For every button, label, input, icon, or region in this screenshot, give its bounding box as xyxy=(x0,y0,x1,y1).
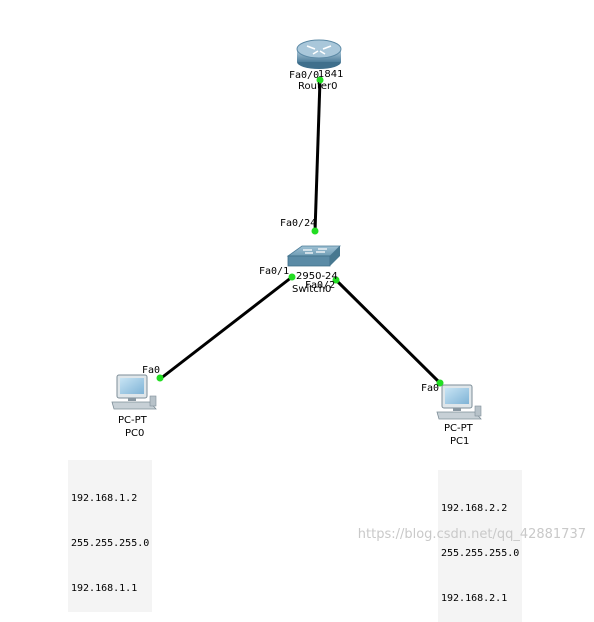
pc0-model-label: PC-PT xyxy=(118,415,148,426)
pc1-icon[interactable] xyxy=(436,384,482,420)
switch-port-fa0-2-label: Fa0/2 xyxy=(305,280,335,291)
port-light-switch-fa0-24 xyxy=(311,227,319,235)
switch-port-fa0-1-label: Fa0/1 xyxy=(259,266,289,277)
port-light-pc1-fa0 xyxy=(436,379,444,387)
link-router-switch[interactable] xyxy=(313,79,322,233)
topology-canvas: Fa0/0 1841 Router0 Fa0/24 2950-24 Switch… xyxy=(111,39,482,447)
watermark: https://blog.csdn.net/qq_42881737 xyxy=(357,527,586,542)
router-model-label: 1841 xyxy=(318,69,343,80)
link-switch-pc0[interactable] xyxy=(159,275,293,381)
pc0-port-label: Fa0 xyxy=(142,365,160,376)
port-light-pc0-fa0 xyxy=(156,374,164,382)
port-light-switch-fa0-1 xyxy=(288,273,296,281)
switch-icon[interactable] xyxy=(286,245,341,267)
router-port-label: Fa0/0 xyxy=(289,70,319,81)
pc0-mask: 255.255.255.0 xyxy=(71,538,150,549)
pc1-gateway: 192.168.2.1 xyxy=(441,593,508,604)
pc1-model-label: PC-PT xyxy=(444,423,474,434)
pc1-ip-note[interactable]: 192.168.2.2 255.255.255.0 192.168.2.1 xyxy=(438,470,523,622)
switch-name-label: Switch0 xyxy=(292,284,331,295)
pc0-icon[interactable] xyxy=(111,374,157,410)
pc1-mask: 255.255.255.0 xyxy=(441,548,520,559)
pc1-name-label: PC1 xyxy=(450,436,469,447)
router-icon[interactable] xyxy=(296,39,342,69)
router-name-label: Router0 xyxy=(298,81,338,92)
pc0-gateway: 192.168.1.1 xyxy=(71,583,138,594)
switch-port-fa0-24-label: Fa0/24 xyxy=(280,218,316,229)
pc1-port-label: Fa0 xyxy=(421,383,439,394)
pc0-ip: 192.168.1.2 xyxy=(71,493,138,504)
port-light-switch-fa0-2 xyxy=(332,276,340,284)
switch-model-label: 2950-24 xyxy=(296,271,338,282)
pc0-ip-note[interactable]: 192.168.1.2 255.255.255.0 192.168.1.1 xyxy=(68,460,153,612)
link-switch-pc1[interactable] xyxy=(334,278,442,385)
pc1-ip: 192.168.2.2 xyxy=(441,503,508,514)
pc0-name-label: PC0 xyxy=(125,428,144,439)
port-light-router-fa0-0 xyxy=(316,76,324,84)
